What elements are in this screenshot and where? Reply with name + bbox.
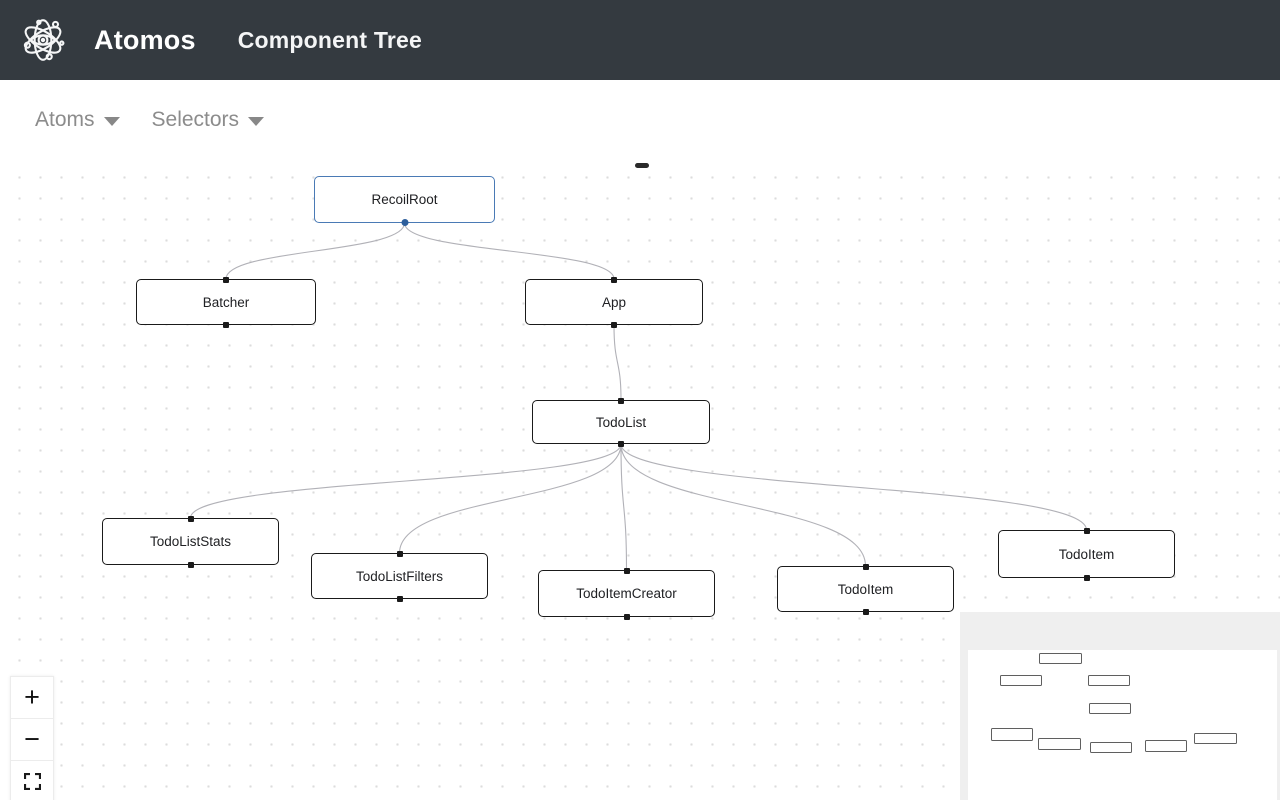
flow-edge	[403, 222, 615, 280]
zoom-in-button[interactable]: +	[10, 676, 54, 719]
minimap-node	[991, 728, 1033, 741]
minimap-node	[1145, 740, 1187, 752]
node-handle-top[interactable]	[1083, 527, 1090, 534]
flow-node[interactable]: TodoItemCreator	[538, 567, 715, 620]
flow-node[interactable]: RecoilRoot	[314, 176, 495, 226]
flow-node-label: TodoItem	[837, 581, 894, 597]
flow-node-label: TodoItemCreator	[576, 586, 677, 601]
flow-node[interactable]: TodoListFilters	[311, 550, 488, 602]
node-handle-bottom[interactable]	[623, 613, 630, 620]
selectors-dropdown[interactable]: Selectors	[152, 108, 265, 132]
flow-node[interactable]: TodoItem	[777, 563, 954, 615]
minimap-node	[1090, 742, 1132, 753]
node-handle-bottom[interactable]	[618, 440, 624, 447]
minimap-node	[1089, 703, 1131, 714]
selectors-dropdown-label: Selectors	[151, 108, 240, 131]
flow-node[interactable]: App	[525, 276, 703, 328]
zoom-controls: + −	[10, 676, 54, 800]
node-handle-top[interactable]	[623, 567, 630, 574]
node-handle-bottom[interactable]	[862, 608, 869, 615]
offscreen-node-handle	[635, 163, 649, 168]
atomos-logo-icon	[23, 19, 65, 61]
flow-node-label: RecoilRoot	[371, 192, 438, 207]
minimap-node	[1194, 733, 1237, 744]
flow-node-label: TodoListFilters	[355, 568, 444, 584]
flow-node[interactable]: Batcher	[136, 276, 316, 328]
flow-edge	[189, 443, 622, 519]
node-handle-top[interactable]	[618, 397, 624, 404]
node-handle-top[interactable]	[611, 276, 617, 283]
node-handle-top[interactable]	[862, 563, 869, 570]
toolbar: Atoms Selectors	[0, 80, 1280, 160]
node-handle-top[interactable]	[396, 550, 403, 557]
zoom-out-button[interactable]: −	[10, 718, 54, 761]
flow-node[interactable]: TodoList	[532, 397, 710, 447]
chevron-down-icon	[248, 117, 265, 126]
node-handle-bottom[interactable]	[1083, 574, 1090, 581]
node-handle-bottom[interactable]	[396, 595, 403, 602]
atoms-dropdown[interactable]: Atoms	[35, 108, 120, 132]
flow-edge	[620, 443, 867, 567]
flow-edge	[620, 443, 628, 571]
minimap-node	[1000, 675, 1042, 686]
node-handle-bottom[interactable]	[223, 321, 229, 328]
node-handle-bottom[interactable]	[401, 219, 408, 226]
flow-node[interactable]: TodoItem	[998, 527, 1175, 581]
flow-edge	[613, 324, 622, 401]
minimap-node	[1038, 738, 1081, 750]
flow-node-label: App	[601, 294, 627, 310]
page-title: Component Tree	[237, 26, 422, 53]
flow-node-label: Batcher	[202, 294, 250, 310]
minimap-node	[1039, 653, 1082, 664]
minimap[interactable]	[960, 612, 1280, 800]
fit-view-button[interactable]	[10, 760, 54, 800]
flow-node-label: TodoItem	[1058, 546, 1115, 562]
flow-edge	[620, 443, 1088, 531]
node-handle-top[interactable]	[187, 515, 194, 522]
atoms-dropdown-label: Atoms	[35, 108, 95, 131]
app-header: Atomos Component Tree	[0, 0, 1280, 80]
chevron-down-icon	[103, 117, 120, 126]
node-handle-bottom[interactable]	[611, 321, 617, 328]
node-handle-bottom[interactable]	[187, 561, 194, 568]
fit-view-icon	[23, 773, 41, 790]
flow-edge	[398, 443, 622, 554]
flow-node-label: TodoListStats	[149, 534, 232, 549]
brand-title: Atomos	[94, 24, 196, 55]
node-handle-top[interactable]	[223, 276, 229, 283]
minimap-viewport	[968, 650, 1277, 800]
flow-edge	[225, 222, 406, 280]
minus-icon: −	[24, 724, 40, 754]
flow-node-label: TodoList	[595, 414, 647, 430]
minimap-node	[1088, 675, 1130, 686]
flow-node[interactable]: TodoListStats	[102, 515, 279, 568]
plus-icon: +	[24, 682, 40, 712]
